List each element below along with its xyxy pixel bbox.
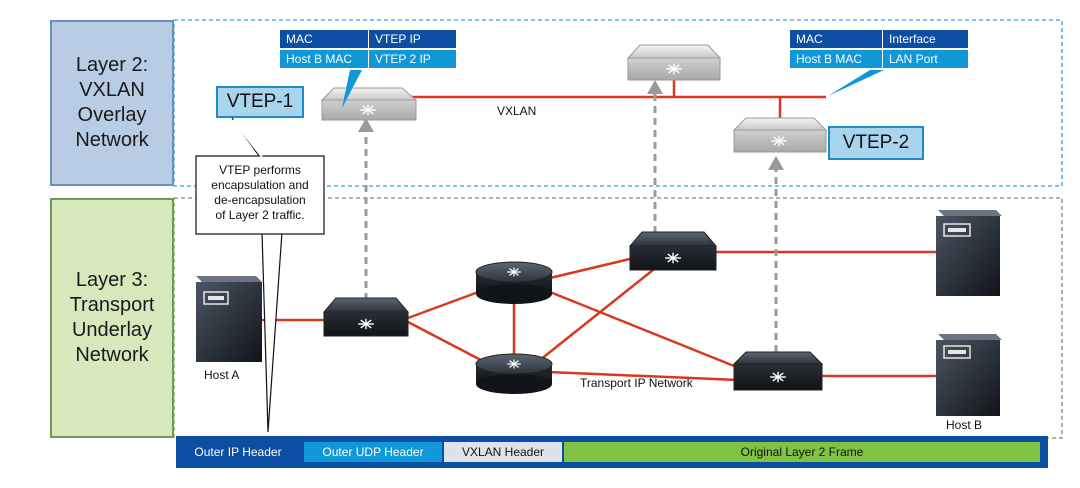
host-a-server: [196, 276, 262, 362]
outer-ip-header: Outer IP Header: [194, 445, 282, 459]
callout-text: VTEP performs encapsulation and de-encap…: [211, 163, 309, 222]
host-b-server: [936, 334, 1002, 416]
original-l2-frame: Original Layer 2 Frame: [564, 442, 1040, 462]
vxlan-header: VXLAN Header: [444, 442, 562, 462]
layer3-label: Layer 3: Transport Underlay Network: [50, 198, 174, 438]
server-top-right: [936, 210, 1002, 296]
vtep2-switch: [732, 117, 828, 153]
vtep2-table-v1: Host B MAC: [790, 50, 882, 68]
underlay-switch-top: [628, 231, 718, 271]
vtep2-table: MAC Interface Host B MAC LAN Port: [790, 30, 968, 68]
router-bottom: [475, 353, 553, 394]
vtep1-tag: VTEP-1: [216, 86, 304, 118]
vtep1-table: MAC VTEP IP Host B MAC VTEP 2 IP: [280, 30, 456, 68]
vtep1-switch: [320, 87, 418, 121]
vtep2-tag: VTEP-2: [828, 126, 924, 160]
vtep2-table-h2: Interface: [883, 30, 968, 48]
vtep2-table-h1: MAC: [790, 30, 882, 48]
vtep-arrows: [364, 90, 778, 352]
vtep2-table-pointer: [828, 70, 884, 96]
vtep2-table-v2: LAN Port: [883, 50, 968, 68]
vtep1-table-h2: VTEP IP: [369, 30, 456, 48]
encapsulation-header-bar: Outer IP Header Outer UDP Header VXLAN H…: [176, 436, 1048, 468]
callout-box: [195, 155, 325, 235]
vtep1-table-pointer: [342, 70, 362, 108]
outer-udp-header: Outer UDP Header: [304, 442, 442, 462]
host-b-label: Host B: [946, 418, 983, 432]
vtep1-table-h1: MAC: [280, 30, 368, 48]
vxlan-label: VXLAN: [497, 104, 537, 118]
transport-network-label: Transport IP Network: [580, 376, 693, 390]
callout-pointer: [231, 117, 283, 433]
underlay-switch-b: [732, 351, 824, 391]
layer2-label: Layer 2: VXLAN Overlay Network: [50, 20, 174, 186]
overlay-switch-top: [626, 44, 722, 81]
vtep1-table-v1: Host B MAC: [280, 50, 368, 68]
vtep1-table-v2: VTEP 2 IP: [369, 50, 456, 68]
router-top: [475, 261, 553, 304]
underlay-switch-a: [322, 297, 410, 337]
host-a-label: Host A: [204, 368, 240, 382]
